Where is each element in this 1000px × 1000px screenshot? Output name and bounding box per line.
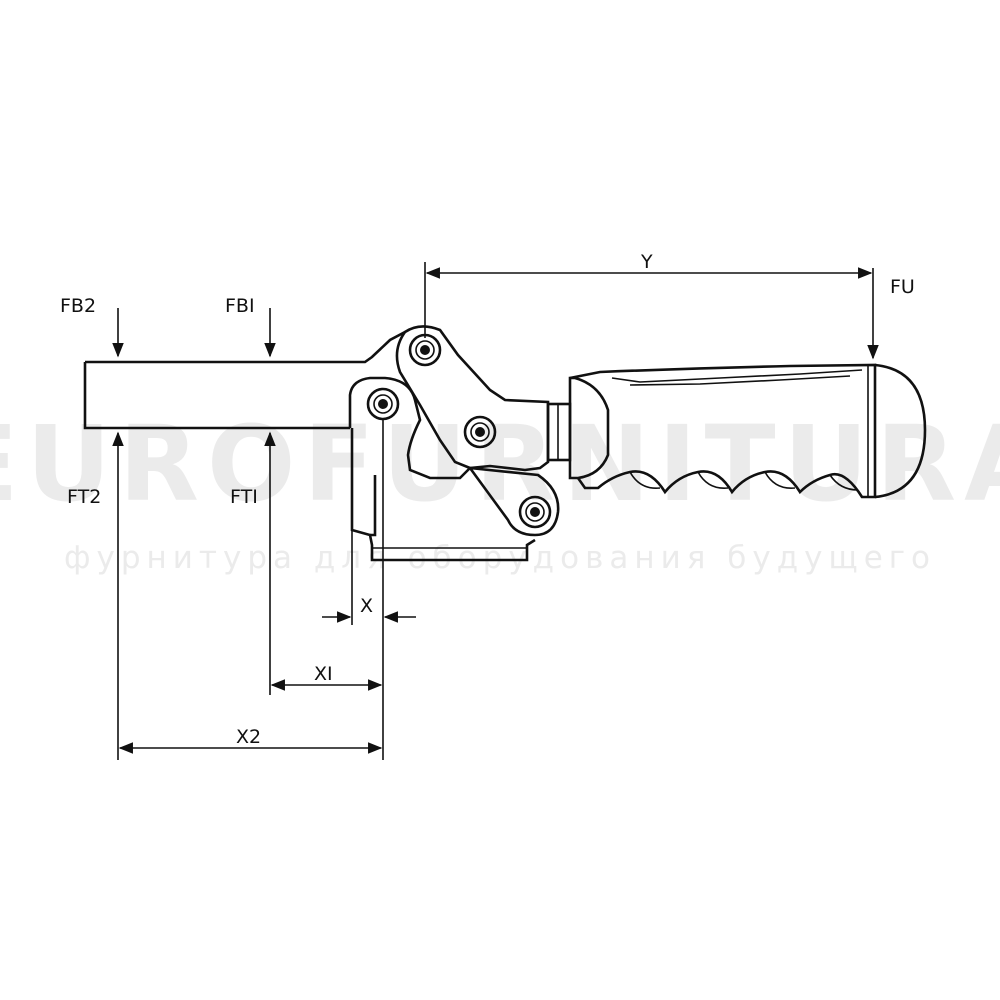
- label-fb2: FB2: [60, 295, 96, 317]
- label-fb1: FBI: [225, 295, 255, 317]
- clamp-arm: [83, 330, 406, 430]
- label-x2: X2: [236, 726, 261, 748]
- pivot-pin-bottom: [518, 495, 552, 529]
- label-ft2: FT2: [67, 486, 101, 508]
- pivot-pin-top: [408, 333, 442, 367]
- handle-neck: [546, 376, 610, 480]
- pivot-pin-middle: [463, 415, 497, 449]
- handle-knob: [867, 363, 927, 499]
- pivot-pin-arm: [366, 387, 400, 421]
- linkage-plate: [395, 325, 560, 537]
- handle-grip: [569, 363, 877, 499]
- label-x1: XI: [314, 663, 333, 685]
- dimension-y: [424, 262, 873, 338]
- watermark-brand: EUROFURNITURA: [0, 403, 1000, 525]
- label-y: Y: [640, 251, 653, 273]
- label-ft1: FTI: [230, 486, 258, 508]
- label-x: X: [360, 595, 373, 617]
- label-fu: FU: [890, 276, 915, 298]
- watermark-tagline: фурнитура для оборудования будущего: [64, 540, 936, 576]
- dimension-x: [322, 420, 416, 760]
